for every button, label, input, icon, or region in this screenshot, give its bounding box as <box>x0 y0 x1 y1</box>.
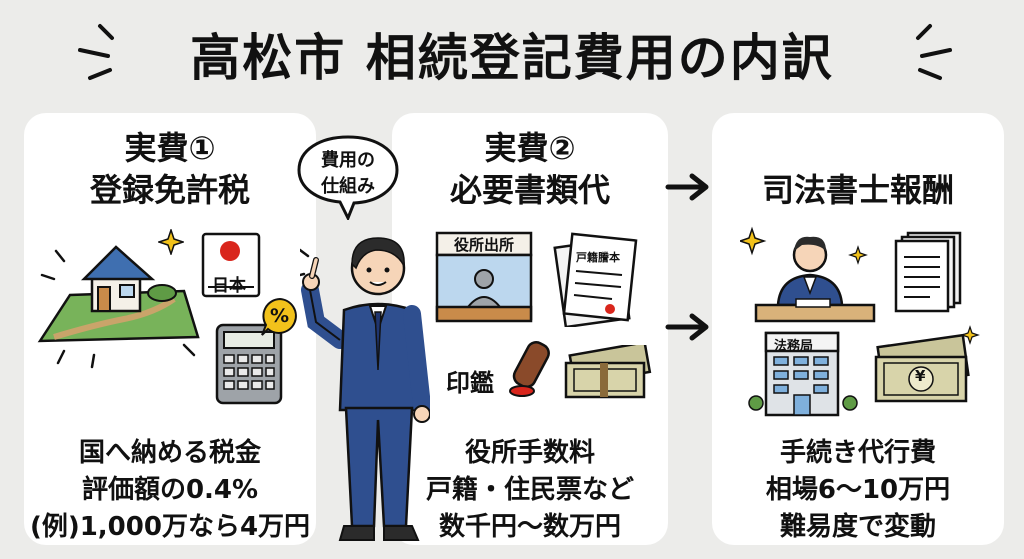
panel3-body-line3: 難易度で変動 <box>779 512 936 542</box>
city-office-counter-icon <box>435 231 533 323</box>
pointing-businessman-icon <box>300 237 430 541</box>
calculator-icon <box>215 323 283 405</box>
burst-lines-left-icon <box>78 24 114 80</box>
seal-stamp-icon <box>509 341 550 397</box>
bubble-line1: 費用の <box>321 150 375 171</box>
sparkle-icon <box>158 229 184 255</box>
family-register-document-icon <box>553 232 638 327</box>
burst-lines-right-icon <box>916 24 952 80</box>
cash-bundle-icon <box>564 345 652 399</box>
tax-stamp-icon <box>201 232 261 298</box>
panel3-body-line1: 手続き代行費 <box>779 438 936 468</box>
yen-bills-icon <box>874 325 980 403</box>
page-title: 高松市 相続登記費用の内訳 <box>190 29 834 87</box>
percent-symbol: % <box>270 305 290 327</box>
panel3-heading: 司法書士報酬 <box>761 171 954 209</box>
panel3-body-line2: 相場6〜10万円 <box>765 475 951 505</box>
document-title: 戸籍謄本 <box>576 251 620 264</box>
panel1-body-line1: 国へ納める税金 <box>78 438 261 468</box>
panel-scrivener-fee: 司法書士報酬 法務局 <box>712 113 1004 545</box>
yen-symbol: ¥ <box>915 367 926 385</box>
document-stack-icon <box>894 231 962 313</box>
panel-required-documents: 実費② 必要書類代 役所出所 戸籍謄本 印鑑 役所手数料 戸籍・住民票など 数千… <box>392 113 668 545</box>
panel2-body-line1: 役所手数料 <box>464 438 595 468</box>
panel2-heading2: 必要書類代 <box>449 171 610 209</box>
arrow-right-icon <box>665 173 709 201</box>
scrivener-at-desk-icon <box>740 226 876 323</box>
speech-bubble-icon <box>297 135 399 220</box>
speech-bubble-text: 費用の 仕組み <box>296 148 400 200</box>
seal-label: 印鑑 <box>446 369 494 397</box>
percent-badge-icon <box>261 297 297 336</box>
arrow-right-icon <box>665 313 709 341</box>
panel1-body-line2: 評価額の0.4% <box>81 475 259 505</box>
panel1-heading2: 登録免許税 <box>89 171 250 209</box>
panel2-heading1: 実費② <box>484 129 576 167</box>
panel2-body-line3: 数千円〜数万円 <box>438 512 621 542</box>
legal-affairs-bureau-building-icon <box>748 331 858 417</box>
panel-registration-tax: 実費① 登録免許税 日本 <box>24 113 316 545</box>
panel2-body-line2: 戸籍・住民票など <box>425 475 634 505</box>
house-on-land-icon <box>37 245 200 369</box>
panel1-body-line3: (例)1,000万なら4万円 <box>29 512 311 542</box>
stamp-text: 日本 <box>212 276 246 296</box>
office-sign: 役所出所 <box>454 236 515 254</box>
bubble-line2: 仕組み <box>321 176 375 197</box>
panel1-heading1: 実費① <box>124 129 216 167</box>
building-sign: 法務局 <box>774 339 814 354</box>
